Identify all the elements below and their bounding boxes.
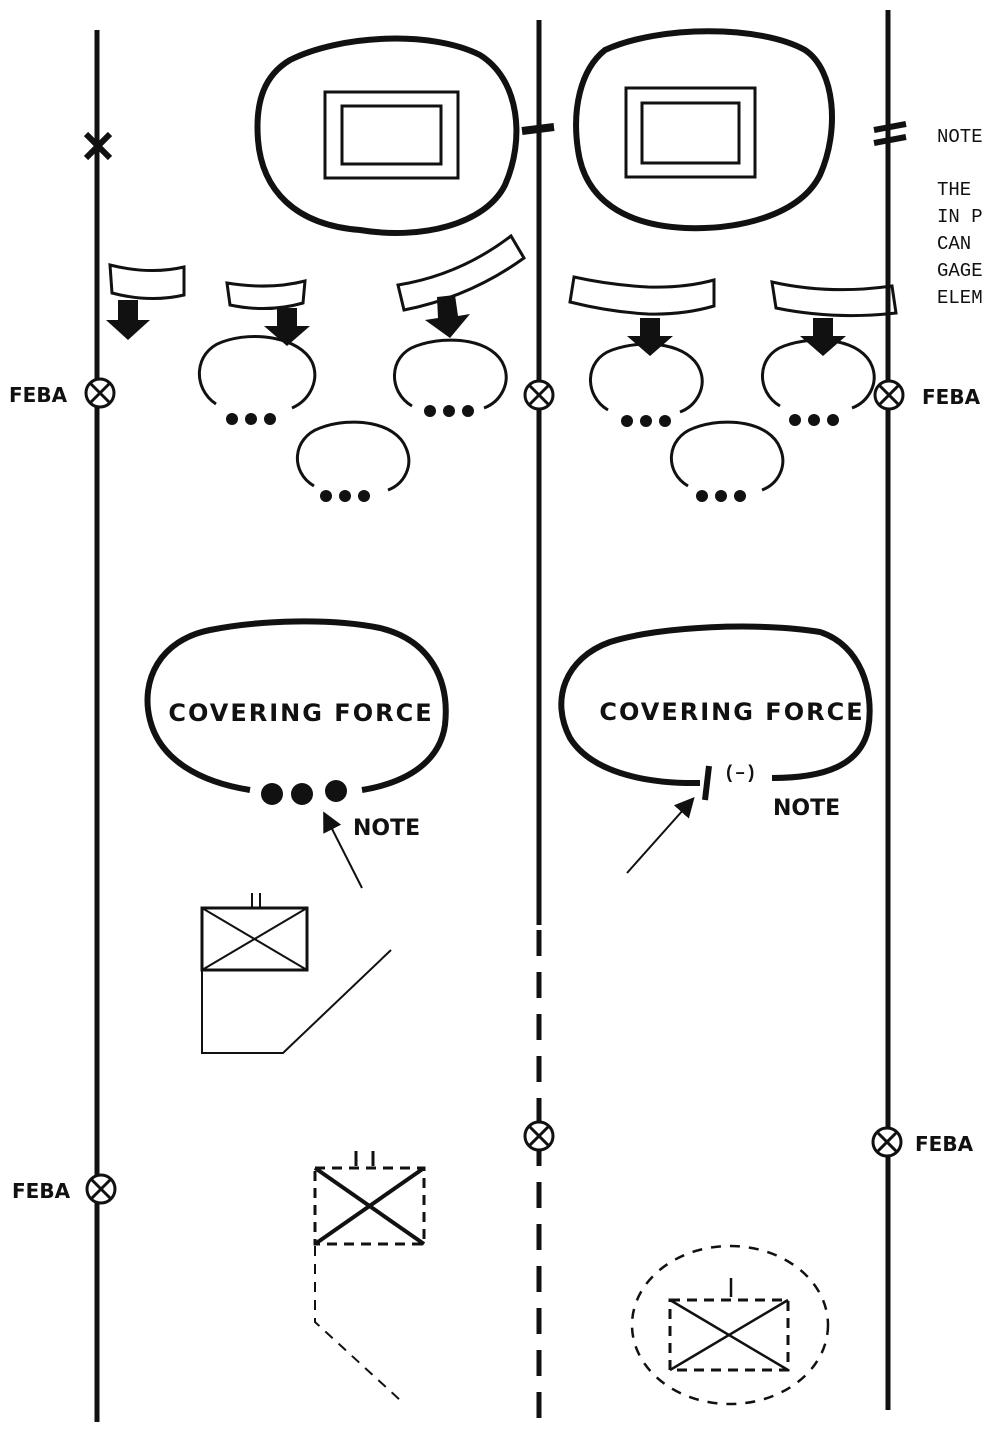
feba-marker-left-bottom (85, 1173, 117, 1205)
feba-marker-center-bottom (523, 1120, 555, 1152)
feba-label-left-bottom: FEBA (12, 1179, 71, 1203)
right-note-line-1: THE (937, 179, 971, 201)
right-note-title: NOTE (937, 126, 983, 148)
enemy-unit-right (573, 28, 835, 232)
right-note-text: NOTE THE IN P CAN GAGE ELEM (937, 126, 983, 309)
platoon-symbol-3 (296, 420, 411, 502)
svg-text:(–): (–) (724, 764, 756, 784)
platoon-symbol-5 (761, 338, 876, 426)
feba-label-right-top: FEBA (922, 385, 981, 409)
covering-force-left (144, 618, 449, 805)
platoon-symbol-6 (670, 420, 785, 502)
boundary-brigade-symbol (83, 131, 113, 161)
feba-marker-left-top (84, 377, 116, 409)
right-note-line-4: GAGE (937, 260, 983, 282)
platoon-symbol-4 (589, 342, 704, 427)
platoon-symbol-1 (198, 335, 317, 425)
right-note-line-5: ELEM (937, 287, 983, 309)
feba-marker-right-bottom (871, 1126, 903, 1158)
covering-force-label-right: COVERING FORCE (599, 698, 864, 726)
note-label-left: NOTE (353, 816, 420, 841)
covering-force-right: (–) (558, 623, 873, 801)
right-note-line-3: CAN (937, 233, 971, 255)
battalion-symbol-left (200, 893, 392, 1054)
covering-force-label-left: COVERING FORCE (168, 699, 433, 727)
attack-band-1 (106, 263, 186, 340)
attack-band-3 (396, 233, 526, 338)
boundary-battalion-symbol (873, 121, 907, 146)
note-arrow-right (626, 797, 695, 874)
battalion-symbol-dashed (313, 1151, 426, 1401)
attack-band-4 (568, 275, 716, 356)
attack-band-2 (225, 279, 310, 346)
platoon-symbol-2 (393, 338, 508, 417)
note-label-right: NOTE (773, 796, 840, 821)
enemy-unit-left (254, 35, 520, 236)
company-symbol-dashed (630, 1244, 830, 1406)
feba-marker-right-top (873, 379, 905, 411)
feba-label-left-top: FEBA (9, 383, 68, 407)
boundary-division-symbol (521, 123, 555, 135)
right-note-line-2: IN P (937, 206, 983, 228)
feba-marker-center-top (523, 379, 555, 411)
feba-label-right-bottom: FEBA (915, 1132, 974, 1156)
attack-band-5 (770, 280, 898, 356)
note-arrow-left (323, 811, 363, 889)
